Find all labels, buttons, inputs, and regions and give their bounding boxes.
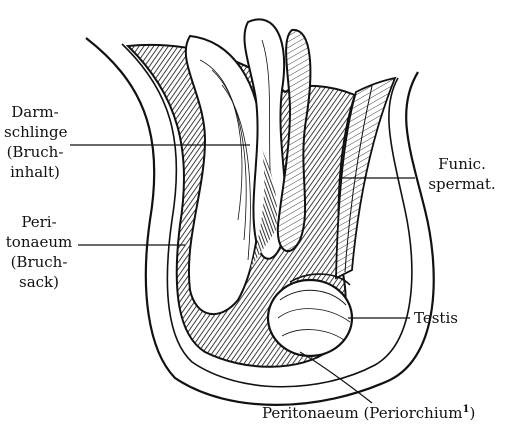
- label-darmschlinge-line: Darm-: [4, 102, 66, 122]
- label-testis-text: Testis: [414, 308, 458, 328]
- label-peritonaeum-left-line: Peri-: [4, 212, 74, 232]
- label-funic-line: Funic.: [418, 154, 506, 174]
- label-peritonaeum-bottom-close: ): [469, 404, 475, 422]
- label-peritonaeum-bottom-text: Peritonaeum (Periorchium: [262, 404, 463, 422]
- label-peritonaeum-left-line: (Bruch-: [4, 252, 74, 272]
- label-peritonaeum-left-line: tonaeum: [4, 232, 74, 252]
- label-darmschlinge-line: inhalt): [4, 162, 66, 182]
- label-funic-line: spermat.: [418, 174, 506, 194]
- label-peritonaeum-left-line: sack): [4, 272, 74, 292]
- label-darmschlinge-line: schlinge: [4, 122, 66, 142]
- label-peritonaeum-left: Peri- tonaeum (Bruch- sack): [4, 212, 74, 292]
- label-peritonaeum-bottom: Peritonaeum (Periorchium1): [262, 400, 475, 423]
- label-darmschlinge-line: (Bruch-: [4, 142, 66, 162]
- label-testis: Testis: [414, 308, 458, 328]
- label-darmschlinge: Darm- schlinge (Bruch- inhalt): [4, 102, 66, 182]
- label-funic: Funic. spermat.: [418, 154, 506, 194]
- testis-body: [268, 280, 352, 356]
